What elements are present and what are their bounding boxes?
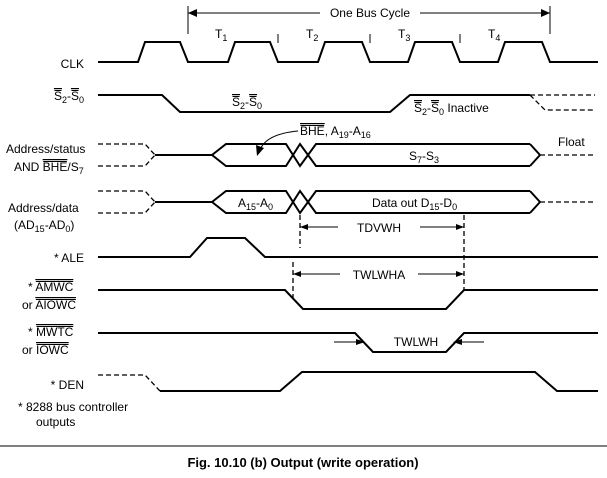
footnote-line-2: outputs [36,415,75,429]
twlwh-label: TWLWH [394,335,438,349]
dataout-label: Data out D15-D0 [372,196,457,212]
bhe-pointer-arrow [259,130,299,151]
addr-status-label-1: Address/status [6,142,85,156]
twlwha-dimension: TWLWHA [292,262,464,298]
den-label: * DEN [51,378,84,392]
bhe-pointer-head [256,145,264,156]
s2s0-waveform [98,94,530,113]
addr-status-dash-top [98,143,156,156]
amwc-label: * AMWC [28,280,74,294]
addr-data-bus-shape [211,189,541,215]
clk-waveform [98,41,598,63]
iowc-label: or IOWC [22,343,69,357]
s2s0-inactive-dashed [529,94,595,111]
amwc-waveform [98,289,598,310]
twlwha-label: TWLWHA [353,268,405,282]
aiowc-label: or AIOWC [22,298,76,312]
bus-cycle-label: One Bus Cycle [330,6,410,20]
den-dashed-start [98,374,161,392]
addr-data-label-2: (AD15-AD0) [14,218,74,234]
t2-label: T2 [306,27,318,43]
float-label: Float [558,135,585,149]
ale-waveform [98,237,598,258]
bhe-a19-label: BHE, A19-A16 [300,124,371,140]
bus-cycle-marker: One Bus Cycle [187,6,551,34]
addr-status-label-2: AND BHE/S7 [14,160,84,176]
mwtc-waveform [98,332,598,353]
figure-caption: Fig. 10.10 (b) Output (write operation) [187,455,418,470]
s2s0-active-label: S2-S0 [232,95,262,111]
addr-data-label-1: Address/data [8,201,79,215]
addr-data-dash-top [98,190,156,203]
mwtc-label: * MWTC [28,325,74,339]
s7s3-label: S7-S3 [409,149,439,165]
t4-label: T4 [488,27,500,43]
addr-status-bus-shape [211,142,541,168]
t1-label: T1 [215,27,227,43]
den-waveform [160,371,598,392]
twlwh-dimension: TWLWH [334,335,484,349]
tdvwh-dimension: TDVWH [299,215,465,290]
tdvwh-label: TDVWH [357,221,401,235]
addr-data-dash-bottom [98,201,156,214]
clk-label: CLK [61,57,84,71]
t3-label: T3 [398,27,410,43]
addr-status-dash-bottom [98,154,156,167]
s2s0-inactive-label: S2-S0 Inactive [414,101,489,117]
ale-label: * ALE [54,251,84,265]
s2s0-label: S2-S0 [54,89,84,105]
footnote-line-1: * 8288 bus controller [18,400,128,414]
a15a0-label: A15-A0 [238,196,273,212]
